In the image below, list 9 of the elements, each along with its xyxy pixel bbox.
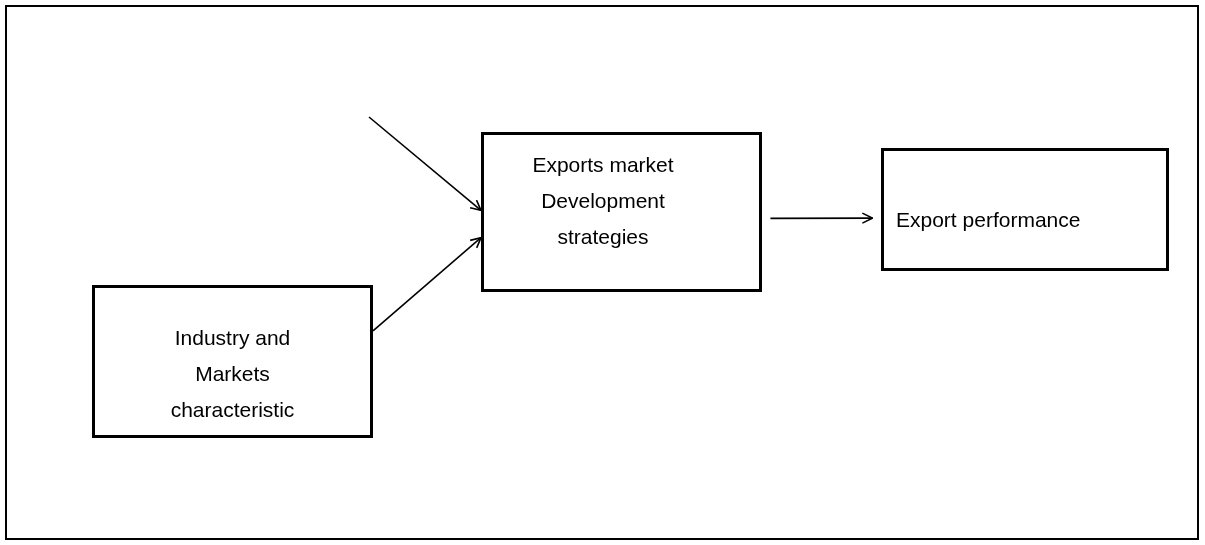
arrow <box>769 212 874 224</box>
arrow <box>372 236 482 332</box>
box-label: Industry and Markets characteristic <box>169 324 296 423</box>
arrow <box>368 116 482 212</box>
process-box <box>481 132 762 292</box>
box-label: Exports market Development strategies <box>531 152 675 250</box>
process-box <box>92 285 373 438</box>
box-label: Export performance <box>896 206 1081 233</box>
process-box <box>881 148 1169 271</box>
